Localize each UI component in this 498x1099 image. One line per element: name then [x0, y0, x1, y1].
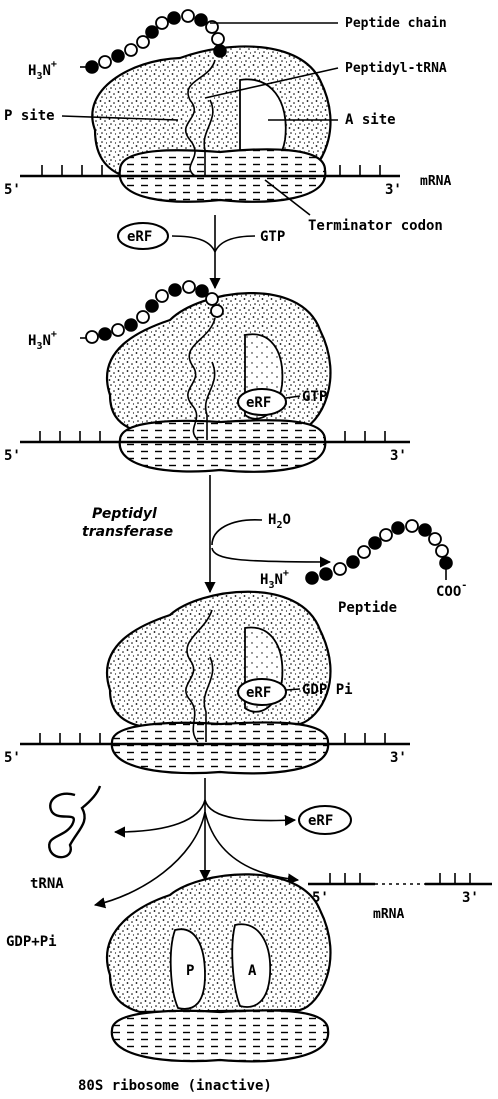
erf-label-1: eRF	[127, 229, 152, 245]
peptide-h3n-label: H3N+	[260, 568, 289, 591]
erf-label-3: eRF	[246, 685, 271, 701]
peptidyl-trna-label: Peptidyl-tRNA	[345, 61, 447, 76]
three-prime-label: 3'	[385, 182, 402, 198]
five-prime-label: 5'	[4, 448, 21, 464]
free-mrna-three-prime: 3'	[462, 890, 479, 906]
terminator-codon-label: Terminator codon	[308, 218, 443, 234]
p-label: P	[186, 963, 194, 979]
peptide-label: Peptide	[338, 600, 397, 616]
h2o-label: H2O	[268, 512, 291, 531]
step-1-arrow: eRF GTP	[118, 215, 285, 288]
mrna-label: mRNA	[420, 174, 451, 189]
peptidyl-label: Peptidyl	[92, 506, 157, 522]
erf-label-2: eRF	[246, 395, 271, 411]
h3n-label: H3N+	[28, 59, 57, 82]
erf-label-4: eRF	[308, 813, 333, 829]
transferase-label: transferase	[82, 524, 173, 540]
coo-label: COO-	[436, 580, 467, 600]
panel-4: P A 80S ribosome (inactive)	[78, 874, 330, 1094]
panel-1: H3N+ Peptide chain Peptidyl-tRNA P site …	[4, 10, 451, 234]
five-prime-label: 5'	[4, 750, 21, 766]
free-trna	[49, 786, 100, 857]
peptide-chain-label: Peptide chain	[345, 16, 447, 31]
gtp-label-1: GTP	[260, 229, 285, 245]
released-peptide	[306, 520, 452, 584]
small-subunit	[120, 420, 326, 471]
three-prime-label: 3'	[390, 750, 407, 766]
trna-label: tRNA	[30, 876, 64, 892]
h3n-label: H3N+	[28, 329, 57, 352]
p-site-label: P site	[4, 108, 55, 124]
a-site-label: A site	[345, 112, 396, 128]
five-prime-label: 5'	[4, 182, 21, 198]
free-mrna-label: mRNA	[373, 907, 404, 922]
panel-2: H3N+ eRF GTP 5' 3'	[4, 281, 410, 472]
three-prime-label: 3'	[390, 448, 407, 464]
gdp-plus-pi-label: GDP+Pi	[6, 934, 57, 950]
footer-caption: 80S ribosome (inactive)	[78, 1078, 272, 1094]
panel-3: eRF GDP Pi 5' 3'	[4, 592, 410, 774]
large-subunit	[107, 874, 330, 1012]
large-subunit	[107, 592, 330, 726]
a-label: A	[248, 963, 257, 979]
gdp-pi-label: GDP Pi	[302, 682, 353, 698]
small-subunit	[112, 722, 328, 773]
small-subunit	[112, 1010, 328, 1061]
gtp-label-2: GTP	[302, 389, 327, 405]
